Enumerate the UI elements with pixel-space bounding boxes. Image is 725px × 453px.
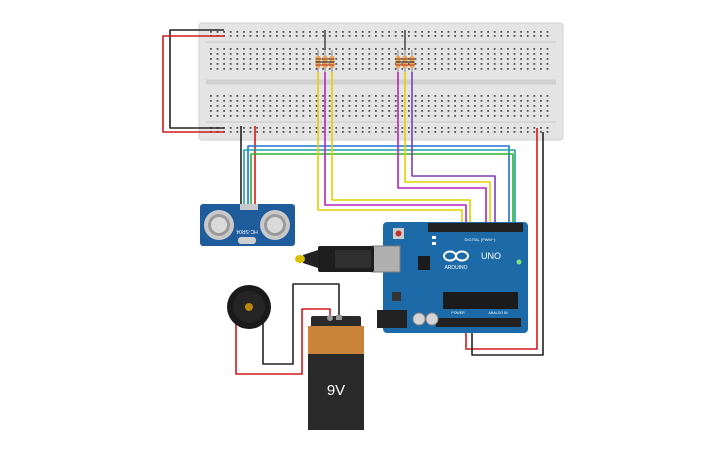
sensor-label: HC-SR04 — [236, 228, 258, 234]
arduino-power-label: POWER — [451, 311, 465, 315]
wire-sensor-blue — [247, 145, 510, 226]
wire-sensor-teal — [243, 149, 516, 226]
led-resistor-group-right — [395, 30, 415, 72]
arduino-uno[interactable]: ARDUINO UNO DIGITAL (PWM~) POWER ANALOG … — [371, 222, 528, 333]
wire-led1-yellow-b — [331, 72, 471, 226]
arduino-infinity-logo-icon — [443, 250, 469, 262]
arduino-digital-label: DIGITAL (PWM~) — [465, 237, 497, 242]
wire-buzzer-red — [235, 308, 331, 375]
wires — [162, 29, 544, 375]
wire-arduino-red — [465, 128, 538, 350]
led-resistor-group-left — [315, 30, 335, 72]
usb-cable — [295, 246, 374, 272]
arduino-brand: ARDUINO — [444, 265, 467, 271]
wire-led1-yellow — [317, 72, 463, 226]
arduino-analog-label: ANALOG IN — [488, 311, 508, 315]
wire-led2-magenta — [397, 72, 487, 226]
wire-led2-yellow — [404, 72, 491, 226]
wire-led1-magenta — [324, 72, 467, 226]
wire-sensor-green — [250, 153, 514, 226]
piezo-buzzer[interactable] — [227, 285, 271, 329]
wire-red-rail-loop — [162, 35, 224, 133]
wire-led2-purple — [411, 72, 496, 226]
arduino-model: UNO — [481, 251, 501, 261]
wire-buzzer-black — [262, 283, 340, 365]
wire-arduino-black — [471, 132, 544, 356]
9v-battery[interactable]: 9V — [308, 315, 364, 430]
breadboard[interactable] — [198, 22, 564, 141]
battery-label: 9V — [327, 382, 345, 399]
ultrasonic-sensor[interactable]: HC-SR04 — [200, 204, 295, 246]
breadboard-holes — [210, 31, 549, 133]
wire-black-rail-loop — [169, 29, 224, 129]
